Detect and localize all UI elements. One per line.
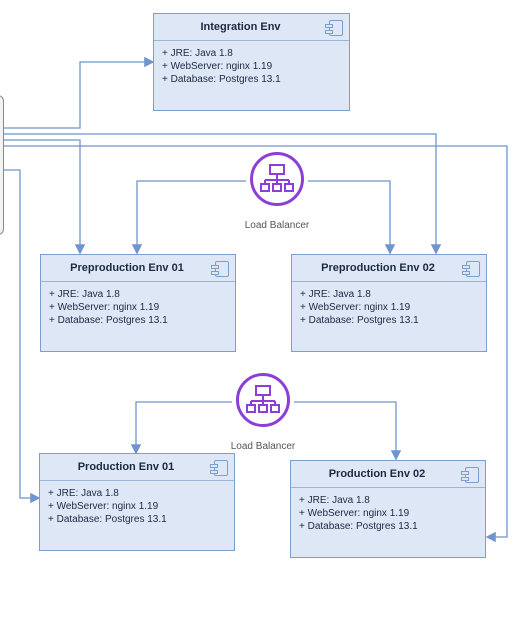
component-icon [462,261,480,277]
box-integration-env: Integration Env + JRE: Java 1.8 + WebSer… [153,13,350,111]
property-webserver: + WebServer: nginx 1.19 [299,508,410,519]
load-balancer-icon [250,152,304,206]
wire-lb1-preprod1 [131,180,246,255]
load-balancer-icon [236,373,290,427]
property-database: + Database: Postgres 13.1 [162,74,281,85]
box-preproduction-env-01: Preproduction Env 01 + JRE: Java 1.8 + W… [40,254,236,352]
load-balancer-label: Load Balancer [244,220,310,231]
left-source-panel [0,95,4,235]
property-list: + JRE: Java 1.8 + WebServer: nginx 1.19 … [154,41,349,92]
property-jre: + JRE: Java 1.8 [299,495,370,506]
property-jre: + JRE: Java 1.8 [49,289,120,300]
box-title: Production Env 02 [291,461,485,488]
property-webserver: + WebServer: nginx 1.19 [300,302,411,313]
property-webserver: + WebServer: nginx 1.19 [49,302,160,313]
wire-to-preprod2 [4,133,442,255]
property-list: + JRE: Java 1.8 + WebServer: nginx 1.19 … [292,282,486,333]
wire-to-integration [4,56,155,129]
property-list: + JRE: Java 1.8 + WebServer: nginx 1.19 … [40,481,234,532]
property-jre: + JRE: Java 1.8 [162,48,233,59]
box-production-env-01: Production Env 01 + JRE: Java 1.8 + WebS… [39,453,235,551]
property-database: + Database: Postgres 13.1 [49,315,168,326]
property-jre: + JRE: Java 1.8 [48,488,119,499]
wire-to-prod2 [4,145,508,543]
load-balancer-label: Load Balancer [230,441,296,452]
box-title: Integration Env [154,14,349,41]
property-list: + JRE: Java 1.8 + WebServer: nginx 1.19 … [41,282,235,333]
box-preproduction-env-02: Preproduction Env 02 + JRE: Java 1.8 + W… [291,254,487,352]
property-database: + Database: Postgres 13.1 [299,521,418,532]
property-database: + Database: Postgres 13.1 [300,315,419,326]
property-list: + JRE: Java 1.8 + WebServer: nginx 1.19 … [291,488,485,539]
box-title: Preproduction Env 02 [292,255,486,282]
property-webserver: + WebServer: nginx 1.19 [162,61,273,72]
component-icon [210,460,228,476]
wire-lb2-prod2 [294,401,402,461]
property-jre: + JRE: Java 1.8 [300,289,371,300]
wire-lb1-preprod2 [308,180,396,255]
property-webserver: + WebServer: nginx 1.19 [48,501,159,512]
box-title: Preproduction Env 01 [41,255,235,282]
box-production-env-02: Production Env 02 + JRE: Java 1.8 + WebS… [290,460,486,558]
component-icon [461,467,479,483]
component-icon [211,261,229,277]
wire-to-prod1 [4,169,41,504]
component-icon [325,20,343,36]
wire-lb2-prod1 [130,401,232,455]
property-database: + Database: Postgres 13.1 [48,514,167,525]
box-title: Production Env 01 [40,454,234,481]
wire-to-preprod1 [4,139,86,255]
